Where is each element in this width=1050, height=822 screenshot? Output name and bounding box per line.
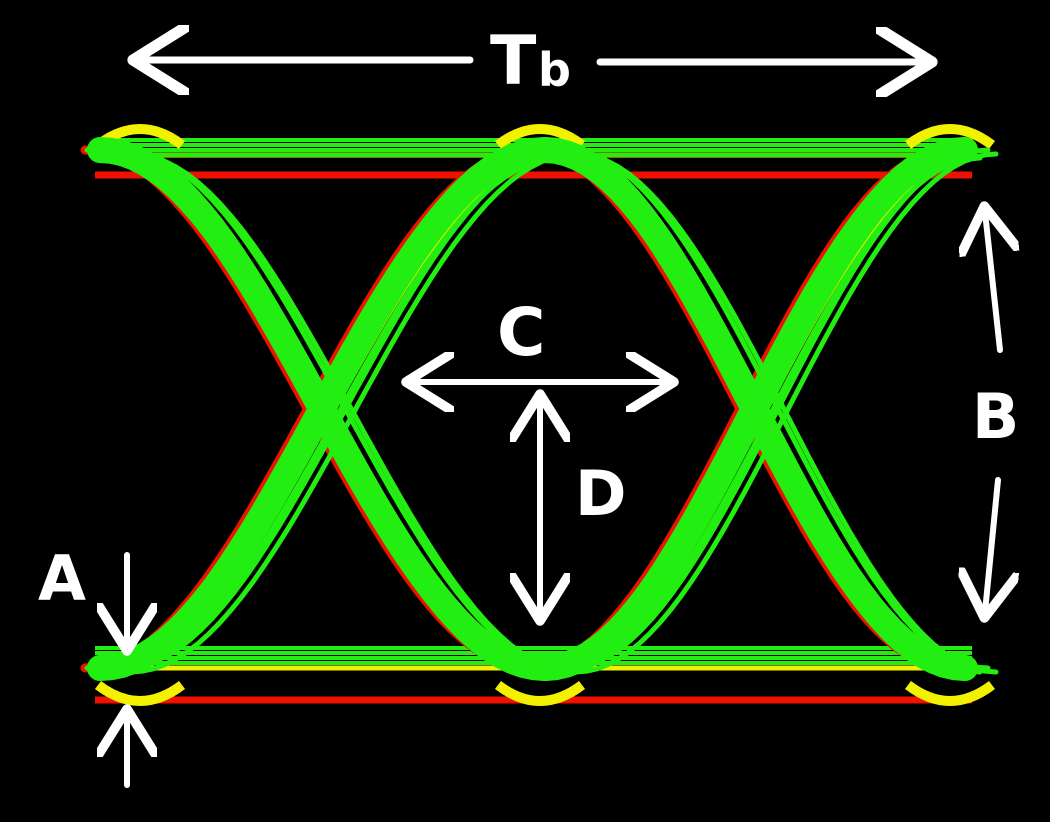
noise-margin-label: A <box>38 542 86 615</box>
eye-height-annotation: D <box>540 400 626 615</box>
eye-traces <box>80 124 999 706</box>
eye-width-annotation: C <box>412 294 668 382</box>
bit-period-subscript: b <box>538 43 571 97</box>
noise-margin-annotation: A <box>38 542 127 788</box>
hump-bottom-yellow-2 <box>904 680 996 706</box>
trace-rise <box>128 151 579 675</box>
bit-period-label: T <box>490 22 537 101</box>
distortion-label: B <box>972 380 1019 453</box>
eye-width-label: C <box>497 294 545 371</box>
trace-rise <box>120 147 571 671</box>
trace-rise <box>565 147 991 671</box>
distortion-annotation: B <box>972 212 1019 612</box>
bit-period-annotation: T b <box>140 22 925 101</box>
distortion-arrow-down <box>985 477 998 612</box>
hump-bottom-yellow-1 <box>494 680 586 706</box>
hump-top-yellow-1 <box>494 124 586 150</box>
hump-top-yellow-2 <box>904 124 996 150</box>
hump-bottom-yellow-0 <box>94 680 186 706</box>
trace-band-rise <box>87 137 558 681</box>
eye-height-label: D <box>575 457 626 530</box>
trace-rise <box>573 151 999 675</box>
trace-band-rise <box>532 137 978 681</box>
distortion-arrow-up <box>985 212 1000 353</box>
